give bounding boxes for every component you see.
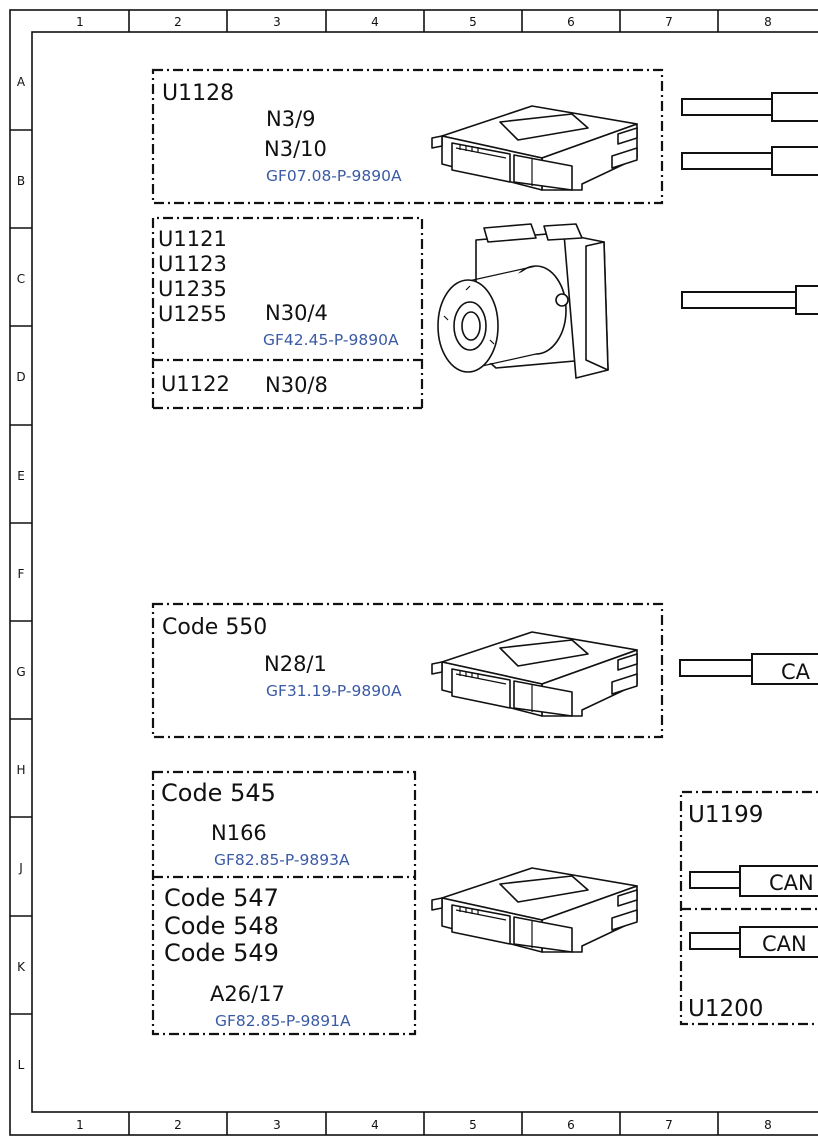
- reference-link[interactable]: GF82.85-P-9891A: [215, 1012, 351, 1030]
- plug-label: CAN: [769, 871, 814, 895]
- row-label: K: [17, 960, 26, 974]
- col-label-top: 3: [273, 15, 281, 29]
- col-label-top: 7: [665, 15, 673, 29]
- col-label-top: 1: [76, 15, 84, 29]
- col-label-bottom: 7: [665, 1118, 673, 1132]
- plug-connector: [681, 92, 818, 176]
- code-label: U1122: [161, 372, 230, 396]
- col-label-bottom: 4: [371, 1118, 379, 1132]
- control-unit-icon: [431, 867, 638, 953]
- plug-connector: [681, 285, 818, 315]
- block-a-frame: [151, 68, 664, 205]
- col-label-bottom: 6: [567, 1118, 575, 1132]
- plug-connector: CA: [679, 653, 818, 685]
- col-label-top: 5: [469, 15, 477, 29]
- pump-unit-icon: [437, 223, 609, 379]
- col-label-bottom: 3: [273, 1118, 281, 1132]
- block-h-frame: [151, 770, 417, 1036]
- row-label: J: [18, 861, 23, 875]
- row-label: B: [17, 174, 25, 188]
- reference-link[interactable]: GF31.19-P-9890A: [266, 682, 402, 700]
- col-label-bottom: 2: [174, 1118, 182, 1132]
- plug-label: CA: [781, 660, 811, 684]
- code-label: U1128: [162, 81, 234, 106]
- plug-label: CAN: [762, 932, 807, 956]
- part-label: A26/17: [210, 982, 285, 1006]
- code-label: U1199: [688, 802, 763, 828]
- row-label: C: [17, 272, 25, 286]
- control-unit-icon: [431, 105, 638, 191]
- row-ticks: [10, 129, 32, 1015]
- code-label: Code 545: [161, 779, 276, 807]
- col-label-top: 2: [174, 15, 182, 29]
- outer-frame: [9, 9, 818, 1136]
- part-label: N3/9: [266, 107, 316, 131]
- col-label-top: 8: [764, 15, 772, 29]
- col-label-bottom: 1: [76, 1118, 84, 1132]
- row-label: E: [17, 469, 25, 483]
- row-label: F: [18, 567, 25, 581]
- plug-connector: CAN CAN: [689, 865, 818, 958]
- code-label: U1255: [158, 302, 227, 326]
- reference-link[interactable]: GF07.08-P-9890A: [266, 167, 402, 185]
- col-label-bottom: 8: [764, 1118, 772, 1132]
- row-label: H: [16, 763, 25, 777]
- code-label: Code 549: [164, 939, 279, 967]
- code-label: Code 547: [164, 884, 279, 912]
- part-label: N28/1: [264, 652, 327, 676]
- code-label: U1200: [688, 996, 763, 1022]
- block-c-frame: [151, 216, 424, 408]
- part-label: N166: [211, 821, 267, 845]
- column-ticks: [128, 10, 719, 1135]
- row-label: L: [18, 1058, 25, 1072]
- code-label: Code 550: [162, 615, 267, 640]
- control-unit-icon: [431, 631, 638, 717]
- col-label-bottom: 5: [469, 1118, 477, 1132]
- part-label: N30/8: [265, 373, 328, 397]
- part-label: N30/4: [265, 301, 328, 325]
- code-label: U1235: [158, 277, 227, 301]
- reference-link[interactable]: GF82.85-P-9893A: [214, 851, 350, 869]
- block-g-frame: [151, 602, 664, 739]
- code-label: Code 548: [164, 912, 279, 940]
- reference-link[interactable]: GF42.45-P-9890A: [263, 331, 399, 349]
- col-label-top: 6: [567, 15, 575, 29]
- part-label: N3/10: [264, 137, 327, 161]
- row-label: D: [16, 370, 25, 384]
- code-label: U1123: [158, 252, 227, 276]
- row-label: G: [16, 665, 25, 679]
- row-label: A: [17, 75, 26, 89]
- inner-frame: [31, 31, 818, 1113]
- code-label: U1121: [158, 227, 227, 251]
- col-label-top: 4: [371, 15, 379, 29]
